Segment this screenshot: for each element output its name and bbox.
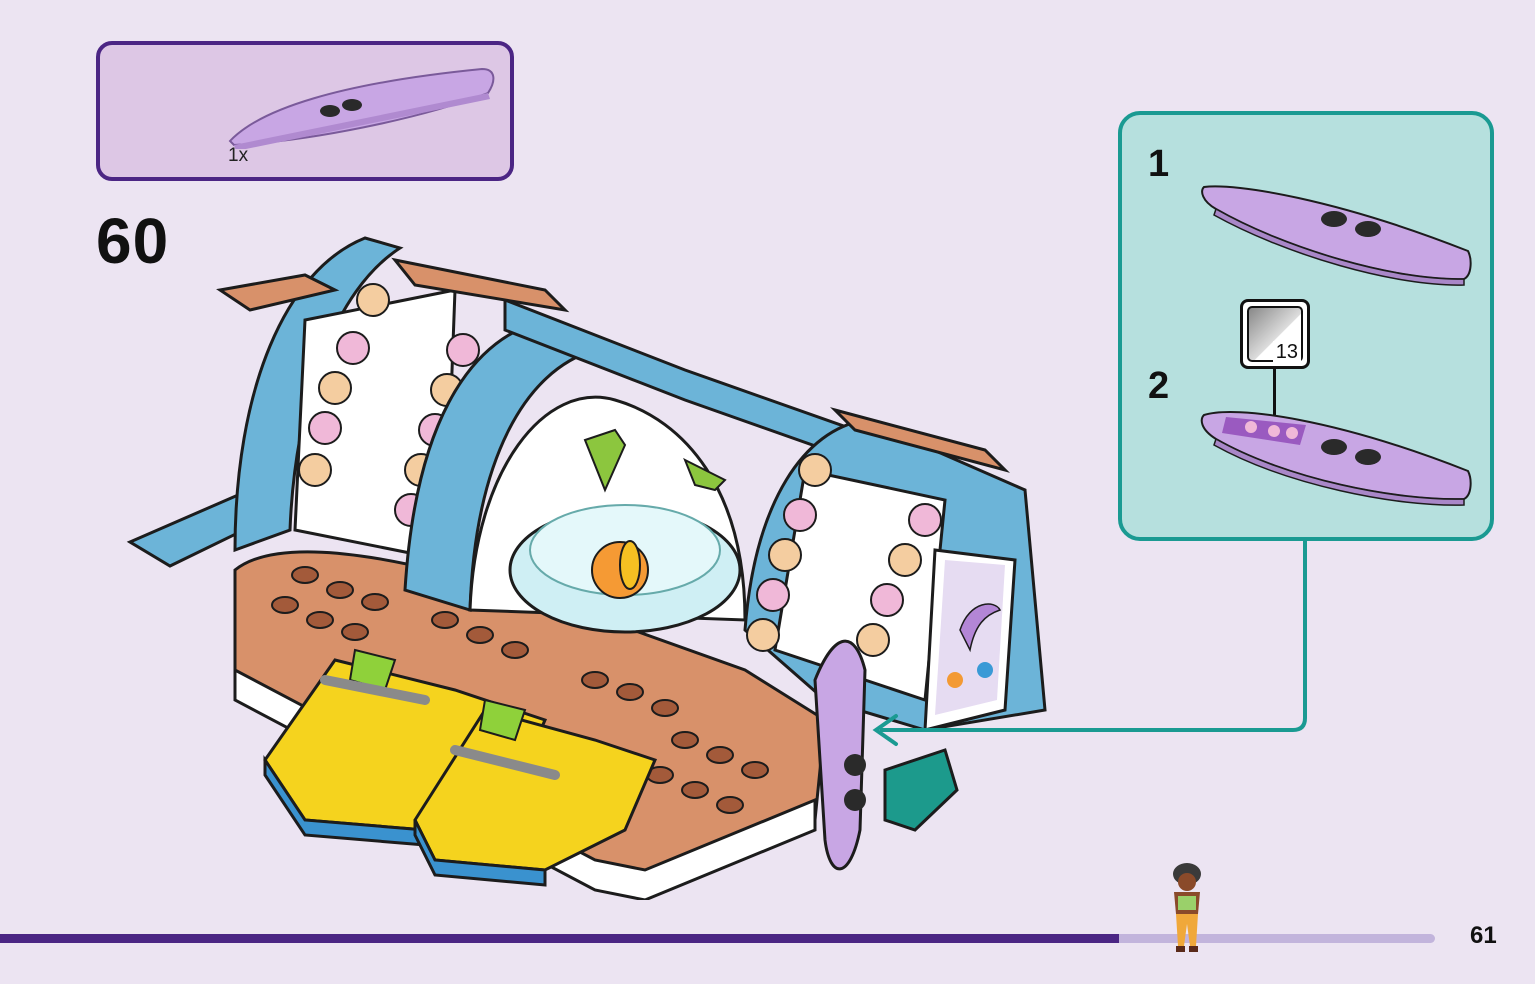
surfboard-step-2-icon [1200,411,1472,506]
progress-bar [0,934,1435,943]
step-number: 60 [96,205,170,277]
sticker-number: 13 [1272,341,1301,364]
surfboard-part-icon [228,67,495,149]
parts-callout: 1x [96,41,514,181]
minifigure-icon [1173,863,1201,952]
sub-assembly-callout: 1 13 2 [1118,111,1494,541]
part-quantity: 1x [228,145,249,166]
sticker-pointer-line [1273,367,1276,417]
sub-step-number: 1 [1148,143,1170,185]
model-illustration [126,236,1047,900]
sub-step-number: 2 [1148,365,1170,407]
page-number: 61 [1470,922,1497,949]
sticker-indicator: 13 [1240,299,1310,369]
progress-fill [0,934,1120,943]
surfboard-step-1-icon [1201,185,1472,286]
